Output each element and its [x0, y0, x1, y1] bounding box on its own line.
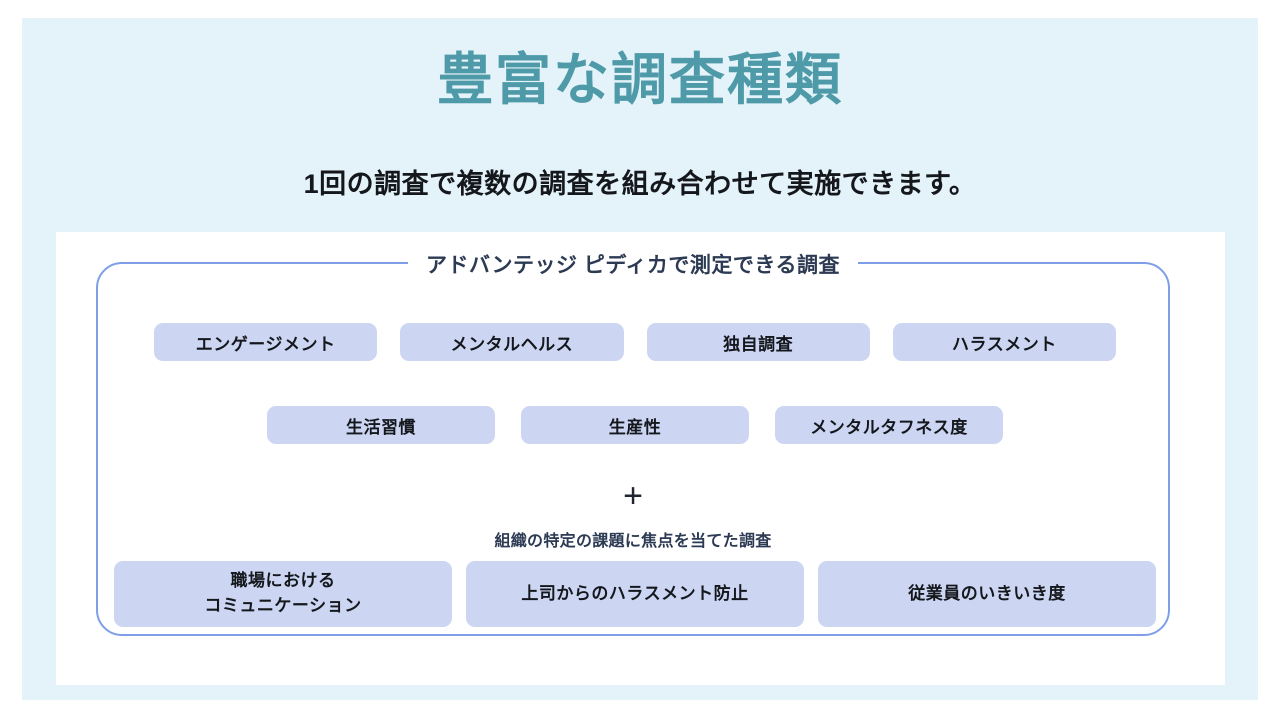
page-title: 豊富な調査種類	[437, 48, 843, 111]
survey-chip-productivity[interactable]: 生産性	[521, 406, 749, 444]
survey-chip-lifestyle[interactable]: 生活習慣	[267, 406, 495, 444]
measurable-surveys-fieldset: アドバンテッジ ピディカで測定できる調査 エンゲージメント メンタルヘルス 独自…	[96, 249, 1170, 636]
survey-rows: エンゲージメント メンタルヘルス 独自調査 ハラスメント 生活習慣 生産性 メン…	[98, 264, 1168, 634]
focus-chip-line2: コミュニケーション	[204, 596, 362, 615]
survey-chip-mental-toughness[interactable]: メンタルタフネス度	[775, 406, 1003, 444]
page-subtitle: 1回の調査で複数の調査を組み合わせて実施できます。	[303, 169, 977, 199]
survey-chip-engagement[interactable]: エンゲージメント	[154, 323, 378, 361]
focus-chip-line1: 職場における	[230, 571, 336, 591]
survey-chip-original-survey[interactable]: 独自調査	[646, 323, 870, 361]
focus-chip-harassment-prevention[interactable]: 上司からのハラスメント防止	[466, 561, 804, 627]
fieldset-legend: アドバンテッジ ピディカで測定できる調査	[408, 249, 858, 279]
survey-card: アドバンテッジ ピディカで測定できる調査 エンゲージメント メンタルヘルス 独自…	[56, 232, 1225, 685]
survey-chip-mental-health[interactable]: メンタルヘルス	[400, 323, 624, 361]
slide-background: 豊富な調査種類 1回の調査で複数の調査を組み合わせて実施できます。 アドバンテッ…	[22, 18, 1258, 700]
survey-chip-harassment[interactable]: ハラスメント	[892, 323, 1116, 361]
focus-chip-line1: 上司からのハラスメント防止	[521, 583, 749, 603]
focus-survey-row: 職場における コミュニケーション 上司からのハラスメント防止 従業員のいきいき度	[114, 561, 1156, 627]
secondary-survey-row: 生活習慣 生産性 メンタルタフネス度	[154, 406, 1116, 444]
plus-icon: +	[623, 477, 643, 515]
focus-chip-line1: 従業員のいきいき度	[908, 583, 1066, 603]
focus-surveys-caption: 組織の特定の課題に焦点を当てた調査	[494, 533, 772, 550]
primary-survey-row: エンゲージメント メンタルヘルス 独自調査 ハラスメント	[154, 323, 1116, 361]
focus-chip-workplace-communication[interactable]: 職場における コミュニケーション	[114, 561, 452, 627]
focus-chip-employee-vitality[interactable]: 従業員のいきいき度	[818, 561, 1156, 627]
